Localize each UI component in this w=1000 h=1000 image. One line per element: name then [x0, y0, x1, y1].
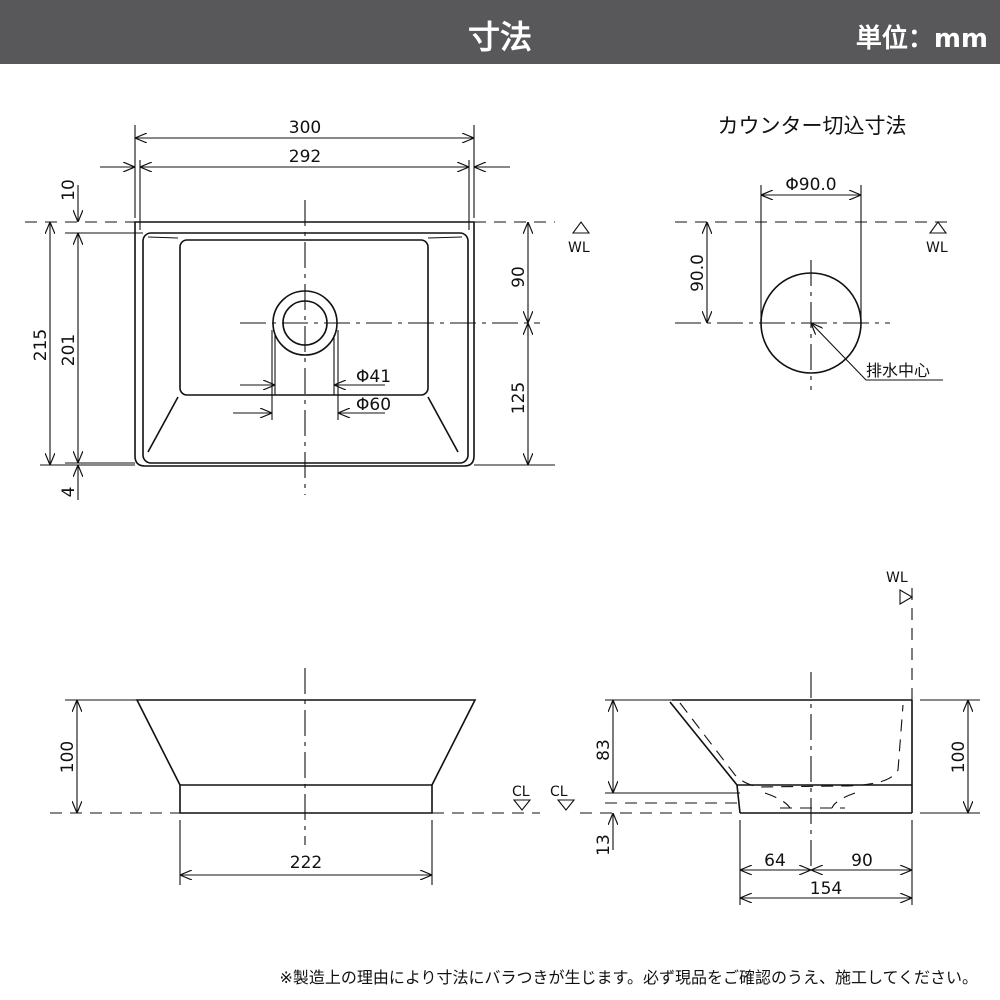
drain-phi60-label: Φ60 — [356, 395, 391, 415]
front-cl-label: CL — [512, 784, 530, 800]
page-title: 寸法 — [467, 18, 532, 56]
side-83-label: 83 — [594, 739, 614, 761]
footnote: ※製造上の理由により寸法にバラつきが生じます。必ず現品をご確認のうえ、施工してく… — [279, 968, 978, 987]
drain-phi41-label: Φ41 — [356, 367, 391, 387]
cutout-diameter-label: Φ90.0 — [785, 175, 836, 195]
cutout-offset-label: 90.0 — [688, 254, 708, 292]
depth-201-label: 201 — [59, 334, 79, 366]
top-view: 300 292 215 201 10 4 90 125 Φ41 Φ60 WL — [25, 118, 591, 500]
width-300-label: 300 — [289, 118, 321, 138]
width-292-label: 292 — [289, 147, 321, 167]
drain-125-label: 125 — [509, 382, 529, 414]
unit-label: 単位：mm — [855, 24, 988, 54]
rim-10-label: 10 — [59, 179, 79, 201]
wl-label: WL — [568, 240, 590, 256]
side-view: WL 83 13 CL 100 64 90 154 — [550, 570, 980, 905]
depth-215-label: 215 — [31, 329, 51, 361]
side-154-label: 154 — [810, 879, 842, 899]
rim-4-label: 4 — [59, 487, 79, 498]
cutout-wl-label: WL — [926, 240, 948, 256]
side-90-label: 90 — [851, 851, 873, 871]
header-bar: 寸法 単位：mm — [0, 0, 1000, 64]
side-cl-label: CL — [550, 784, 568, 800]
side-height-label: 100 — [949, 741, 969, 773]
side-wl-label: WL — [886, 570, 908, 586]
front-height-label: 100 — [58, 741, 78, 773]
cutout-title: カウンター切込寸法 — [718, 114, 907, 138]
drain-center-label: 排水中心 — [866, 361, 930, 380]
side-64-label: 64 — [764, 851, 786, 871]
side-13-label: 13 — [594, 834, 614, 856]
front-base-width-label: 222 — [290, 853, 322, 873]
drain-90-label: 90 — [509, 266, 529, 288]
front-view: 100 222 CL — [50, 668, 540, 885]
counter-cutout: カウンター切込寸法 Φ90.0 90.0 WL 排水中心 — [675, 114, 950, 390]
